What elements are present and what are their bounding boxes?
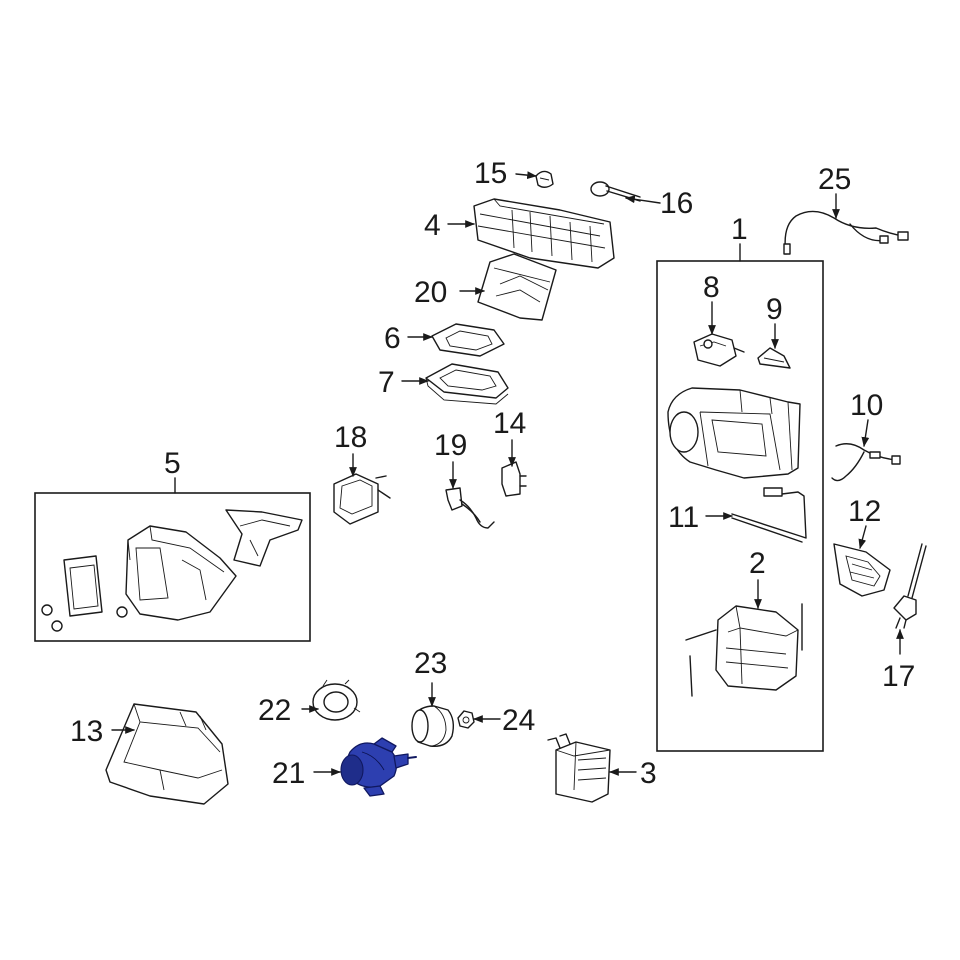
part-17-sensor[interactable] (893, 543, 927, 629)
callout-5[interactable]: 5 (164, 447, 181, 480)
callout-21[interactable]: 21 (272, 757, 305, 790)
part-6-gasket[interactable] (431, 323, 505, 357)
callout-23[interactable]: 23 (414, 647, 447, 680)
part-12-door[interactable] (833, 543, 891, 597)
callout-14[interactable]: 14 (493, 407, 526, 440)
part-14-actuator[interactable] (501, 461, 527, 497)
part-16-grommet[interactable] (590, 181, 641, 202)
callout-13[interactable]: 13 (70, 715, 103, 748)
part-7-seal[interactable] (425, 363, 509, 405)
part-20-filter[interactable] (477, 253, 557, 321)
callout-19[interactable]: 19 (434, 429, 467, 462)
part-23-blower-wheel[interactable] (411, 705, 455, 747)
part-1-evaporator-case[interactable] (667, 387, 801, 479)
callout-15[interactable]: 15 (474, 157, 507, 190)
callout-16[interactable]: 16 (660, 187, 693, 220)
part-11-tube[interactable] (731, 487, 807, 543)
part-21-blower-motor[interactable] (340, 737, 417, 797)
part-18-module[interactable] (333, 473, 391, 525)
callout-12[interactable]: 12 (848, 495, 881, 528)
group-box-5 (34, 492, 311, 642)
callout-9[interactable]: 9 (766, 293, 783, 326)
part-8-actuator[interactable] (693, 333, 745, 367)
callout-24[interactable]: 24 (502, 704, 535, 737)
part-13-case-lower[interactable] (105, 703, 229, 805)
callout-10[interactable]: 10 (850, 389, 883, 422)
callout-6[interactable]: 6 (384, 322, 401, 355)
leader-lines (111, 171, 904, 776)
callout-1[interactable]: 1 (731, 213, 748, 246)
part-3-heater-core[interactable] (547, 733, 611, 803)
part-22-gasket[interactable] (312, 679, 361, 721)
callout-20[interactable]: 20 (414, 276, 447, 309)
part-2-evaporator[interactable] (685, 603, 803, 697)
callout-8[interactable]: 8 (703, 271, 720, 304)
callout-25[interactable]: 25 (818, 163, 851, 196)
callout-22[interactable]: 22 (258, 694, 291, 727)
callout-18[interactable]: 18 (334, 421, 367, 454)
part-9-seal[interactable] (757, 347, 791, 369)
callout-4[interactable]: 4 (424, 209, 441, 242)
callout-7[interactable]: 7 (378, 366, 395, 399)
part-5-case-assembly[interactable] (41, 509, 303, 632)
part-25-harness[interactable] (783, 210, 909, 255)
part-10-wire[interactable] (831, 443, 901, 482)
callout-2[interactable]: 2 (749, 547, 766, 580)
callout-3[interactable]: 3 (640, 757, 657, 790)
callout-11[interactable]: 11 (668, 501, 699, 534)
part-4-duct[interactable] (473, 198, 615, 269)
part-15-clip[interactable] (535, 170, 554, 188)
callout-labels: 15 16 4 20 6 7 18 19 14 5 13 22 21 23 24… (70, 157, 915, 790)
callout-17[interactable]: 17 (882, 660, 915, 693)
part-19-sensor[interactable] (445, 487, 495, 529)
part-24-nut[interactable] (457, 710, 475, 729)
